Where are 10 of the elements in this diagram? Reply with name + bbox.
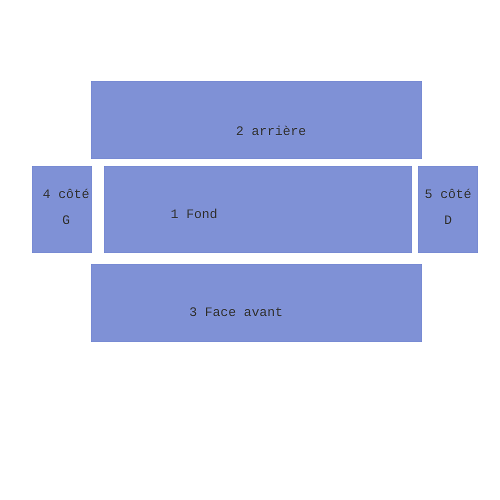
panel (104, 166, 412, 253)
panel-label: 3 Face avant (188, 304, 284, 322)
panel-label: 1 Fond (170, 206, 218, 224)
panel (91, 81, 422, 159)
panel (91, 264, 422, 342)
panel-label: 5 côté D (424, 186, 472, 230)
panel (32, 166, 92, 253)
panel-label: 4 côté G (42, 186, 90, 230)
panel (418, 166, 478, 253)
panel-label: 2 arrière (234, 123, 308, 141)
